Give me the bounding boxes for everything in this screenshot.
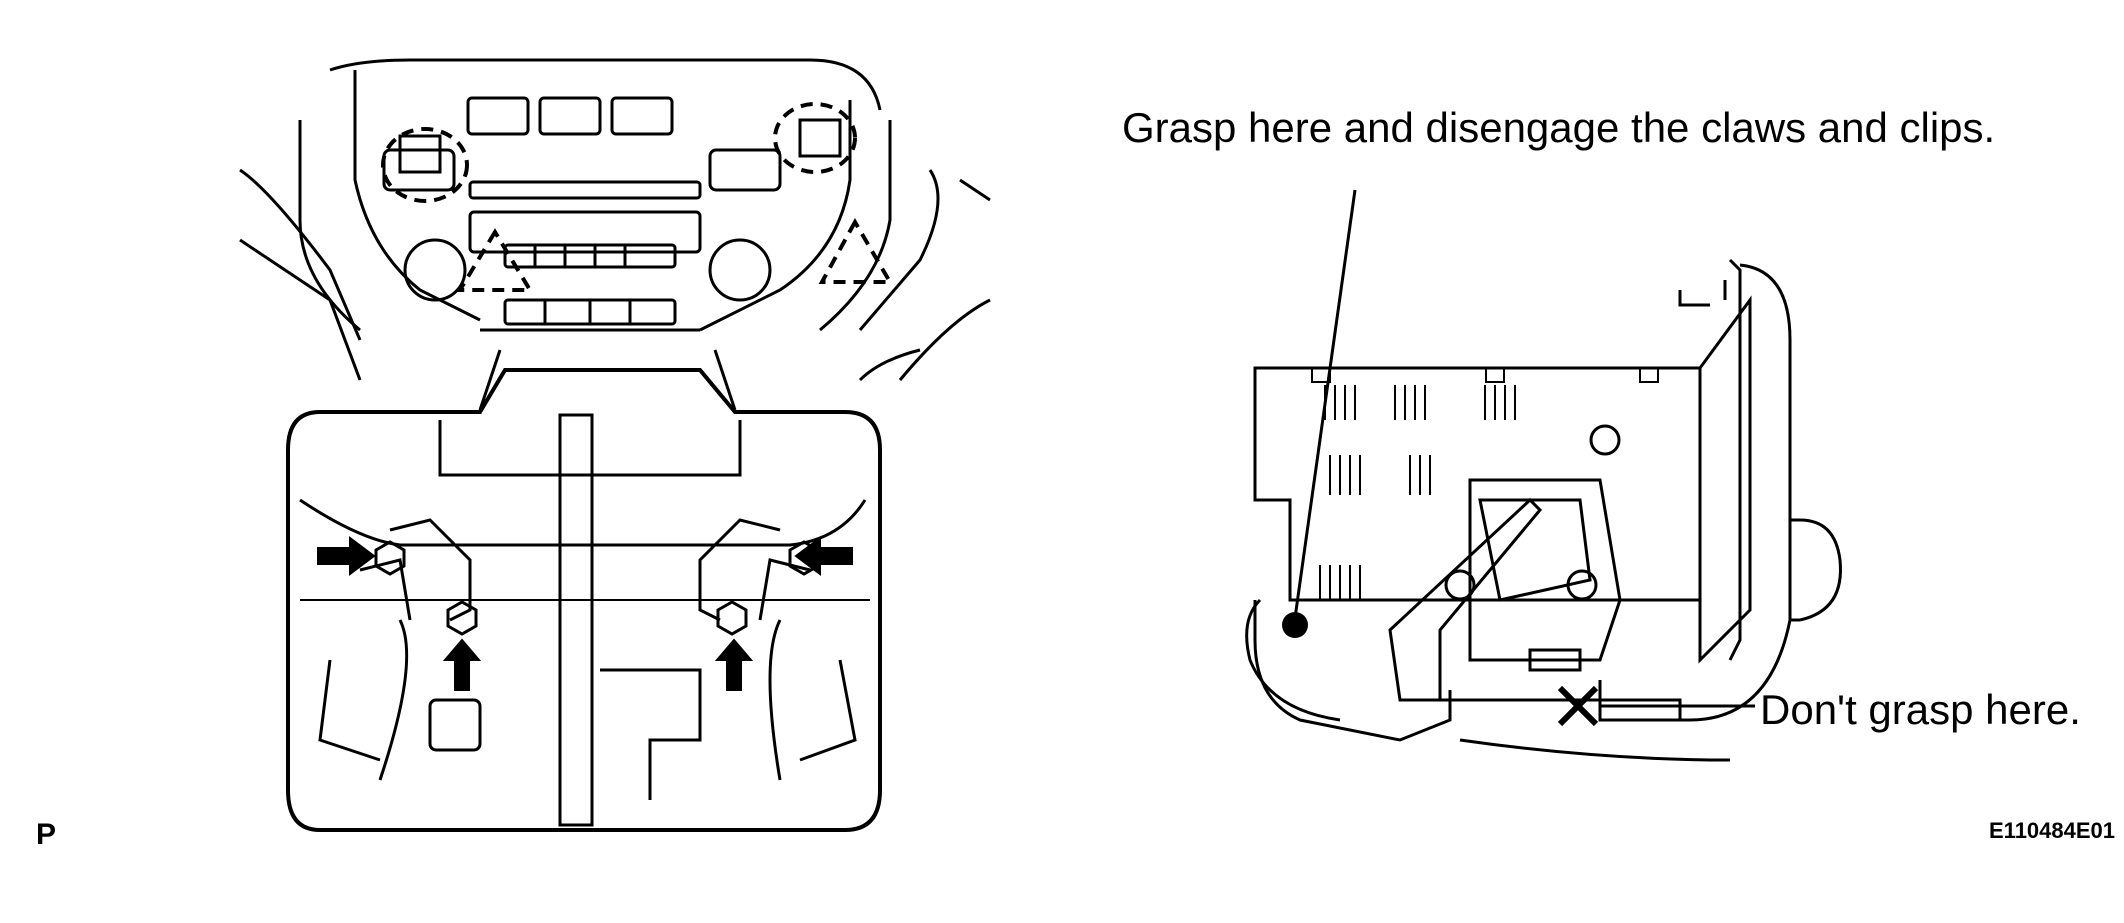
grasp-instruction-label: Grasp here and disengage the claws and c… [1122, 104, 1996, 151]
dont-grasp-mark [1557, 685, 1755, 727]
grasp-leader [1282, 189, 1357, 638]
bolt-arrows [317, 536, 853, 691]
bolt-removal-inset-icon [286, 368, 882, 832]
dont-grasp-label: Don't grasp here. [1760, 686, 2081, 733]
page-marker: P [36, 818, 57, 851]
radio-assembly-removal-icon [1245, 258, 1842, 762]
figure-id: E110484E01 [1989, 818, 2116, 843]
console-clip-location-icon [239, 58, 991, 411]
grasp-point-marker [1282, 612, 1308, 638]
